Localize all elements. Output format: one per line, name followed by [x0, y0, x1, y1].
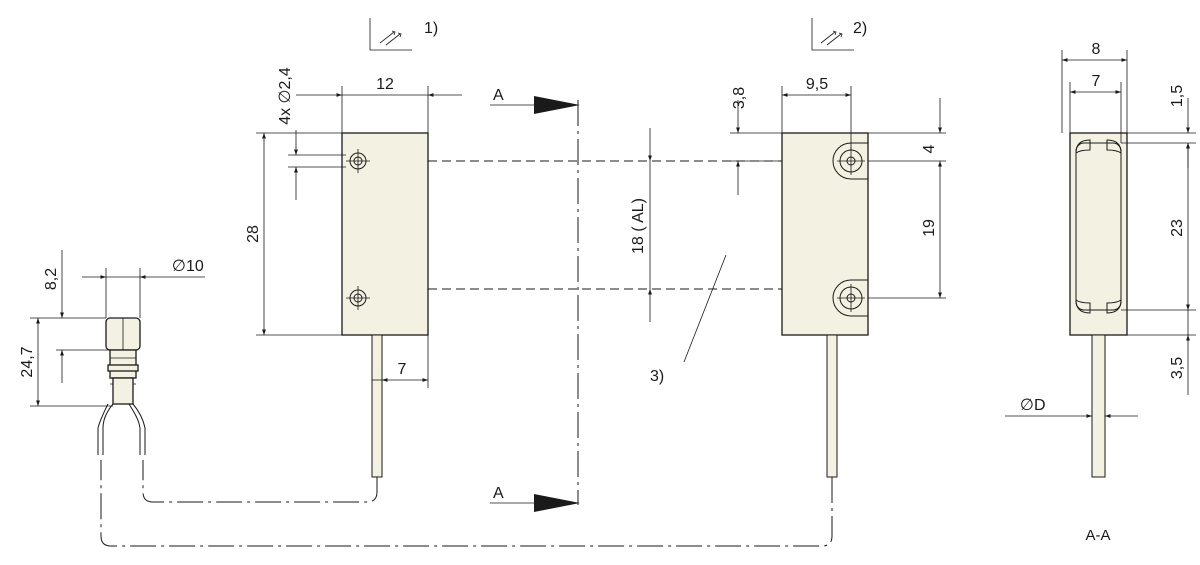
connector-sleeve: [109, 349, 137, 379]
actuation-distance: 18 ( AL): [630, 128, 652, 322]
back-cable: [826, 334, 838, 478]
dim-back-top-offset: 3,8: [731, 87, 748, 109]
alignment-lines: [428, 160, 782, 290]
front-hole-top: [346, 149, 370, 173]
back-housing: [781, 132, 869, 336]
front-view: 12 28 4x ∅2,4 7: [245, 67, 462, 478]
connector-view: ∅10 8,2 24,7: [19, 250, 205, 455]
section-cable: [1091, 334, 1106, 478]
section-housing: [1069, 132, 1128, 336]
cable-routes: [100, 460, 833, 547]
dim-section-bottom: 3,5: [1169, 357, 1186, 379]
section-line-a: A A: [490, 87, 580, 512]
dim-width-front: 12: [376, 76, 394, 93]
dim-section-height: 23: [1169, 219, 1186, 237]
dim-height-front: 28: [245, 225, 262, 243]
note-2-symbol: 2): [811, 18, 867, 51]
dim-width-back: 9,5: [806, 76, 828, 93]
dim-back-hole-top: 4: [921, 144, 938, 153]
dim-section-width-outer: 8: [1092, 41, 1101, 58]
section-arrow-bottom-icon: [534, 494, 580, 512]
dim-connector-top: 8,2: [43, 268, 60, 290]
back-hole-bottom: [832, 279, 869, 317]
dim-back-hole-pitch: 19: [921, 219, 938, 237]
dim-connector-length: 24,7: [19, 346, 36, 377]
front-hole-bottom: [346, 286, 370, 310]
dim-section-width-inner: 7: [1092, 73, 1101, 90]
note-1-label: 1): [424, 20, 438, 37]
dim-hole-spec: 4x ∅2,4: [277, 67, 294, 125]
section-view-label: A-A: [1085, 527, 1110, 544]
note-3-label: 3): [650, 368, 664, 385]
note-2-label: 2): [853, 20, 867, 37]
connector-ring: [107, 364, 139, 372]
dim-cable-offset: 7: [398, 361, 407, 378]
back-view: 9,5 3,8 4 19: [730, 76, 946, 478]
section-arrow-bottom-label: A: [493, 485, 504, 502]
dim-connector-dia: ∅10: [172, 258, 204, 275]
section-magnet-cavity: [1075, 142, 1122, 311]
note-3: 3): [650, 254, 727, 385]
section-arrow-top-icon: [534, 96, 580, 114]
note-1-symbol: 1): [369, 18, 438, 51]
connector-wire-left: [97, 403, 114, 455]
connector-body: [112, 377, 134, 405]
section-arrow-top-label: A: [493, 87, 504, 104]
dim-section-top: 1,5: [1169, 85, 1186, 107]
section-view-aa: 8 7 1,5 23 3,5 ∅D A-A: [1005, 41, 1196, 544]
connector-wire-right: [128, 403, 146, 455]
dim-section-cable-dia: ∅D: [1020, 397, 1046, 414]
front-cable: [371, 334, 383, 478]
dim-actuation-distance: 18 ( AL): [630, 198, 647, 254]
